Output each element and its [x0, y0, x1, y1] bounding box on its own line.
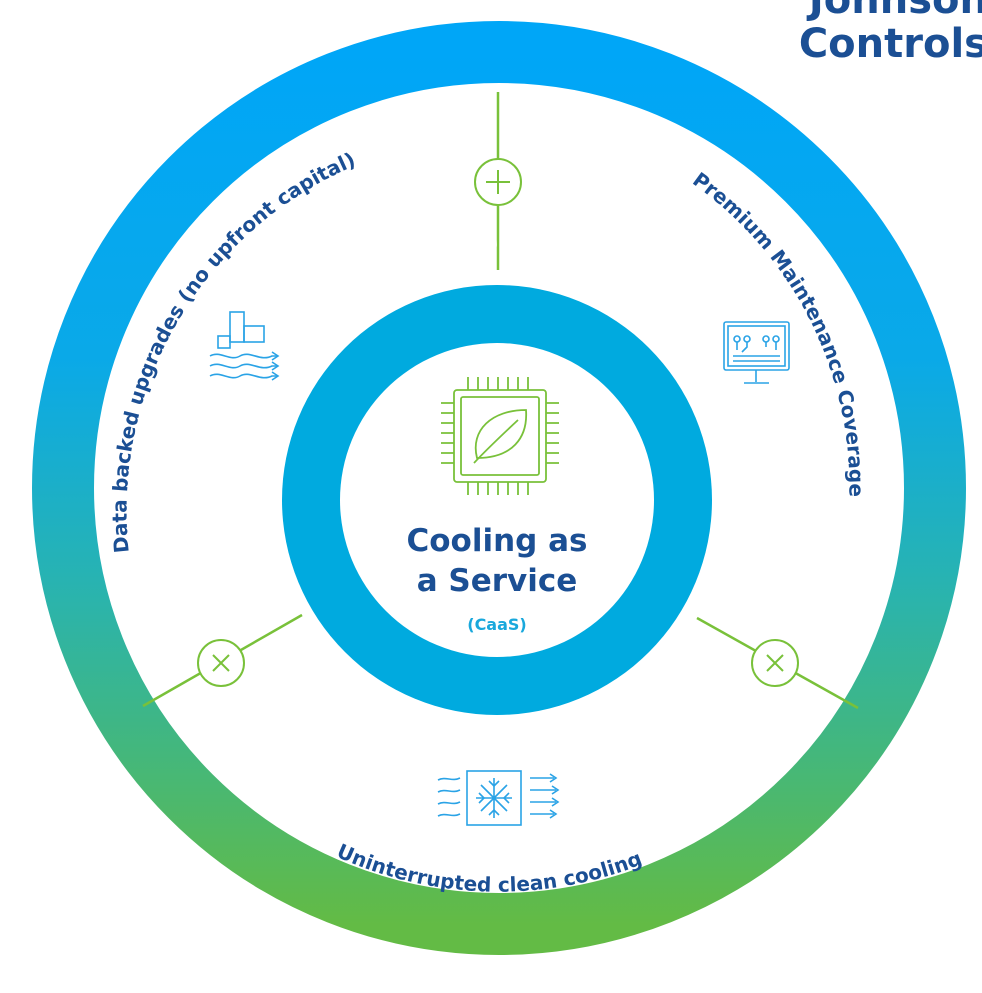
- center-title-line1: Cooling as: [406, 523, 587, 559]
- snowflake-airflow-icon: [437, 770, 560, 826]
- monitor-network-icon: [723, 321, 790, 384]
- inner-core: [340, 343, 654, 657]
- center-abbr: (CaaS): [467, 615, 526, 634]
- brand-logo: Johnson Controls: [799, 0, 982, 66]
- outer-ring: [32, 21, 966, 955]
- plus-connector-left: [197, 639, 245, 687]
- building-airflow-icon: [209, 311, 280, 381]
- brand-line2: Controls: [798, 21, 982, 67]
- plus-connector-top: [474, 158, 522, 206]
- plus-connector-right: [751, 639, 799, 687]
- center-title-line2: a Service: [417, 563, 578, 599]
- leaf-chip-icon: [441, 377, 559, 495]
- brand-line1: Johnson: [808, 0, 982, 23]
